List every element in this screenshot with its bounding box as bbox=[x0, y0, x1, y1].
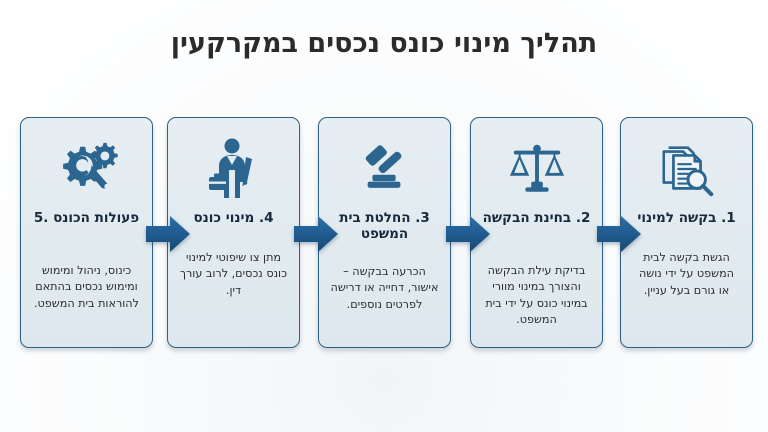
process-flow: 1. בקשה למינוי הגשת בקשה לבית המשפט על י… bbox=[20, 117, 753, 349]
scales-of-justice-icon bbox=[471, 132, 602, 206]
step-card-4[interactable]: 4. מינוי כונס מתן צו שיפוטי למינוי כונס … bbox=[167, 117, 300, 348]
step-body: הגשת בקשה לבית המשפט על ידי נושה או גורם… bbox=[639, 251, 734, 297]
step-body: בדיקת עילת הבקשה והצורך במינוי מוורי במי… bbox=[485, 264, 588, 327]
step-body: מתן צו שיפוטי למינוי כונס נכסים, לרוב עו… bbox=[179, 251, 288, 297]
step-card-3[interactable]: 3. החלטת בית המשפט הכרעה בבקשה – אישור, … bbox=[318, 117, 451, 348]
step-heading: פעולות הכונס .5 bbox=[33, 210, 140, 226]
arrow-step-2-to-3 bbox=[446, 215, 490, 253]
step-card-5[interactable]: פעולות הכונס .5 כינוס, ניהול ומימוש ומימ… bbox=[20, 117, 153, 348]
step-heading: 1. בקשה למינוי bbox=[637, 210, 736, 226]
step-heading: 4. מינוי כונס bbox=[193, 210, 274, 226]
step-heading: 2. בחינת הבקשה bbox=[482, 210, 591, 226]
page-title: תהליך מינוי כונס נכסים במקרקעין bbox=[170, 28, 598, 59]
gavel-icon bbox=[319, 132, 450, 206]
document-search-icon bbox=[621, 132, 752, 206]
businessman-briefcase-icon bbox=[168, 132, 299, 206]
step-body: כינוס, ניהול ומימוש ומימוש נכסים בהתאם ל… bbox=[34, 264, 139, 310]
gear-wrench-icon bbox=[21, 132, 152, 206]
arrow-step-4-to-5 bbox=[146, 215, 190, 253]
arrow-step-1-to-2 bbox=[597, 215, 641, 253]
step-body: הכרעה בבקשה – אישור, דחייה או דרישה לפרט… bbox=[330, 265, 439, 311]
step-card-1[interactable]: 1. בקשה למינוי הגשת בקשה לבית המשפט על י… bbox=[620, 117, 753, 348]
step-heading: 3. החלטת בית המשפט bbox=[339, 210, 430, 243]
arrow-step-3-to-4 bbox=[294, 215, 338, 253]
step-card-2[interactable]: 2. בחינת הבקשה בדיקת עילת הבקשה והצורך ב… bbox=[470, 117, 603, 348]
